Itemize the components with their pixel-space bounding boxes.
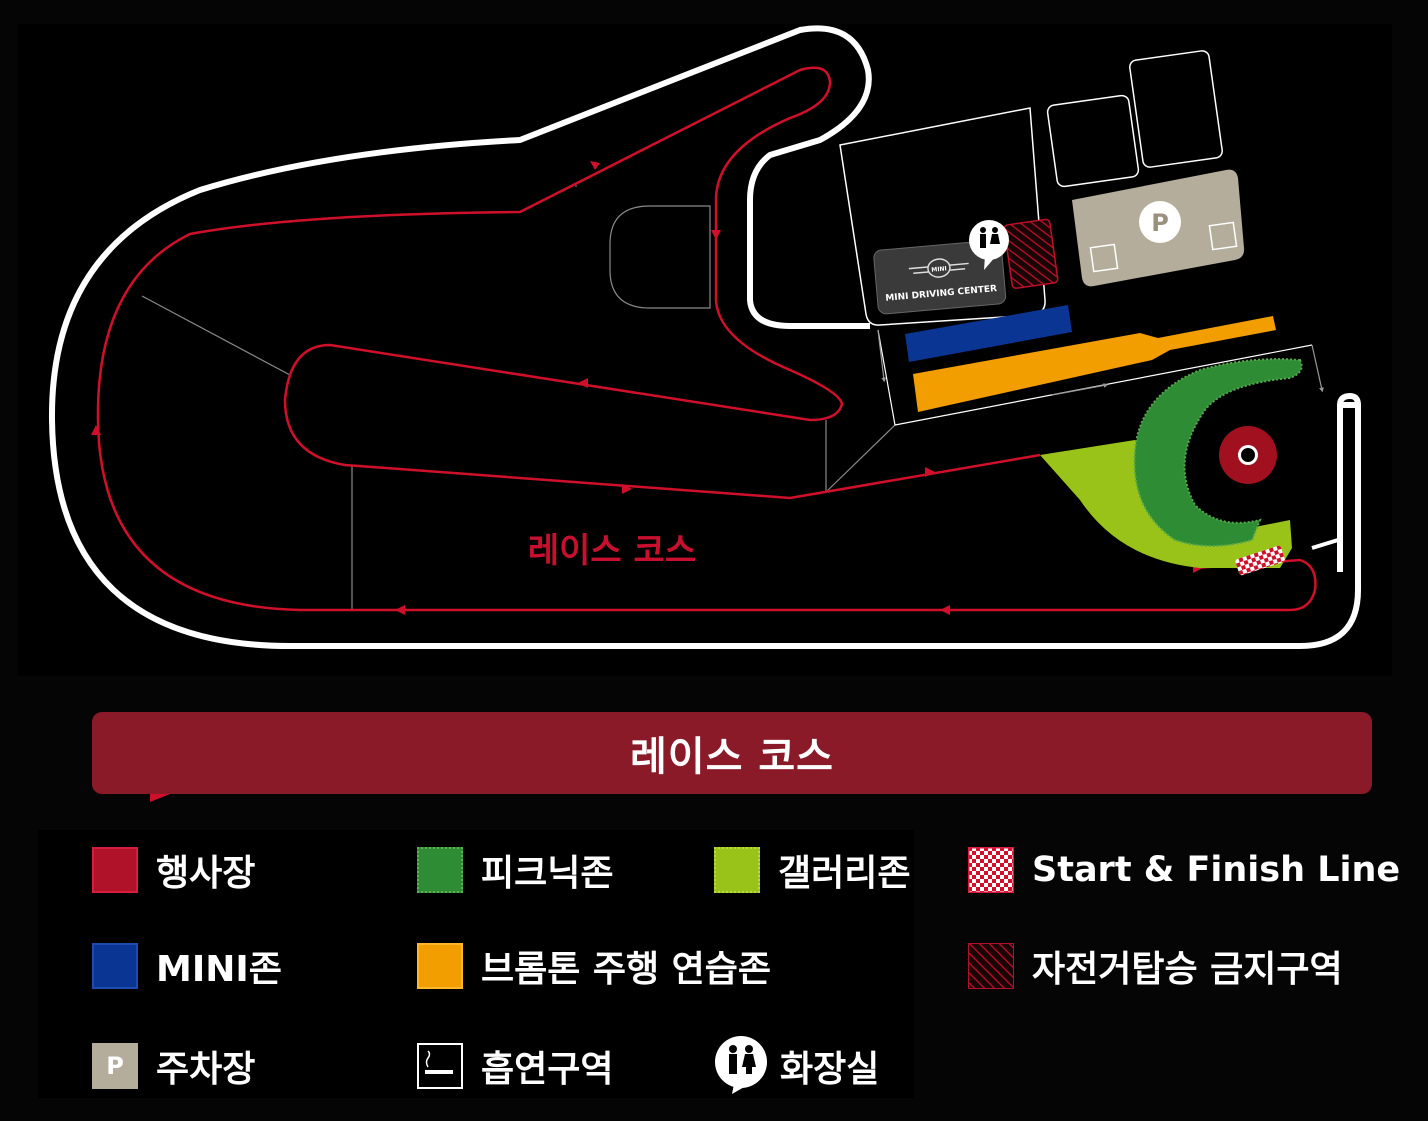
smoking-swatch-icon xyxy=(417,1043,463,1089)
mini-driving-center: MINI MINI DRIVING CENTER xyxy=(873,239,1007,315)
legend-panel xyxy=(38,830,914,1098)
legend-label: 행사장 xyxy=(156,853,256,894)
brompton-zone-map xyxy=(913,316,1276,412)
legend-label: 갤러리존 xyxy=(778,853,911,894)
legend-item-event: 행사장 xyxy=(92,845,255,895)
mini-logo-text: MINI xyxy=(931,265,947,273)
mini-swatch-icon xyxy=(92,943,138,989)
legend-item-start-finish: Start & Finish Line xyxy=(968,845,1400,895)
race-course-map-label: 레이스 코스 xyxy=(528,531,696,571)
track-outline xyxy=(48,25,1361,649)
smoking-map-icon xyxy=(1089,243,1119,273)
no-ride-zone-map xyxy=(1003,218,1059,289)
event-swatch-icon xyxy=(92,847,138,893)
race-line xyxy=(96,66,1317,612)
restroom-swatch-icon xyxy=(715,1036,767,1094)
restroom-map-icon xyxy=(969,220,1009,270)
brompton-swatch-icon xyxy=(417,943,463,989)
track-gate xyxy=(1311,538,1339,550)
legend-label: 피크닉존 xyxy=(481,853,614,894)
flow-arrow xyxy=(1051,383,1109,396)
legend-label: MINI존 xyxy=(156,949,282,990)
legend-label: 브롬톤 주행 연습존 xyxy=(481,949,772,990)
gallery-swatch-icon xyxy=(714,847,760,893)
picnic-swatch-icon xyxy=(417,847,463,893)
start-finish-map xyxy=(1235,545,1285,576)
legend-item-gallery: 갤러리존 xyxy=(714,845,910,895)
flow-arrow xyxy=(877,329,887,383)
building-small xyxy=(1046,94,1140,188)
parking-map-icon: P xyxy=(1151,209,1169,237)
legend-item-parking: P 주차장 xyxy=(92,1041,255,1091)
legend-item-no-ride: 자전거탑승 금지구역 xyxy=(968,941,1343,991)
legend-label: 흡연구역 xyxy=(481,1049,614,1090)
building-tall xyxy=(1129,50,1223,168)
zone-dividers xyxy=(141,205,896,610)
legend-item-restroom: 화장실 xyxy=(714,1036,880,1094)
legend-item-smoking: 흡연구역 xyxy=(417,1041,613,1091)
legend-label: 주차장 xyxy=(156,1049,256,1090)
parking-lot-map: P xyxy=(1072,169,1245,287)
parking-swatch-icon: P xyxy=(92,1043,138,1089)
track-outline-inner-end xyxy=(1337,392,1361,572)
mini-zone-map xyxy=(905,305,1072,362)
legend-label: 화장실 xyxy=(780,1049,880,1090)
hatch-swatch-icon xyxy=(968,943,1014,989)
legend-item-mini: MINI존 xyxy=(92,941,282,991)
lower-lot-outline xyxy=(877,329,1313,426)
legend-item-brompton: 브롬톤 주행 연습존 xyxy=(417,941,771,991)
race-course-banner: 레이스 코스 xyxy=(92,712,1372,794)
banner-arrow-icon xyxy=(150,794,170,802)
legend-label: Start & Finish Line xyxy=(1032,850,1401,890)
mini-logo-icon xyxy=(927,258,951,278)
race-course-banner-label: 레이스 코스 xyxy=(630,734,834,780)
flow-arrow xyxy=(1311,344,1324,393)
checker-swatch-icon xyxy=(968,847,1014,893)
legend-label: 자전거탑승 금지구역 xyxy=(1032,949,1343,990)
smoking-map-icon xyxy=(1208,221,1238,251)
legend-item-picnic: 피크닉존 xyxy=(417,845,613,895)
parking-glyph: P xyxy=(106,1052,124,1080)
picnic-zone-map xyxy=(1133,358,1303,547)
